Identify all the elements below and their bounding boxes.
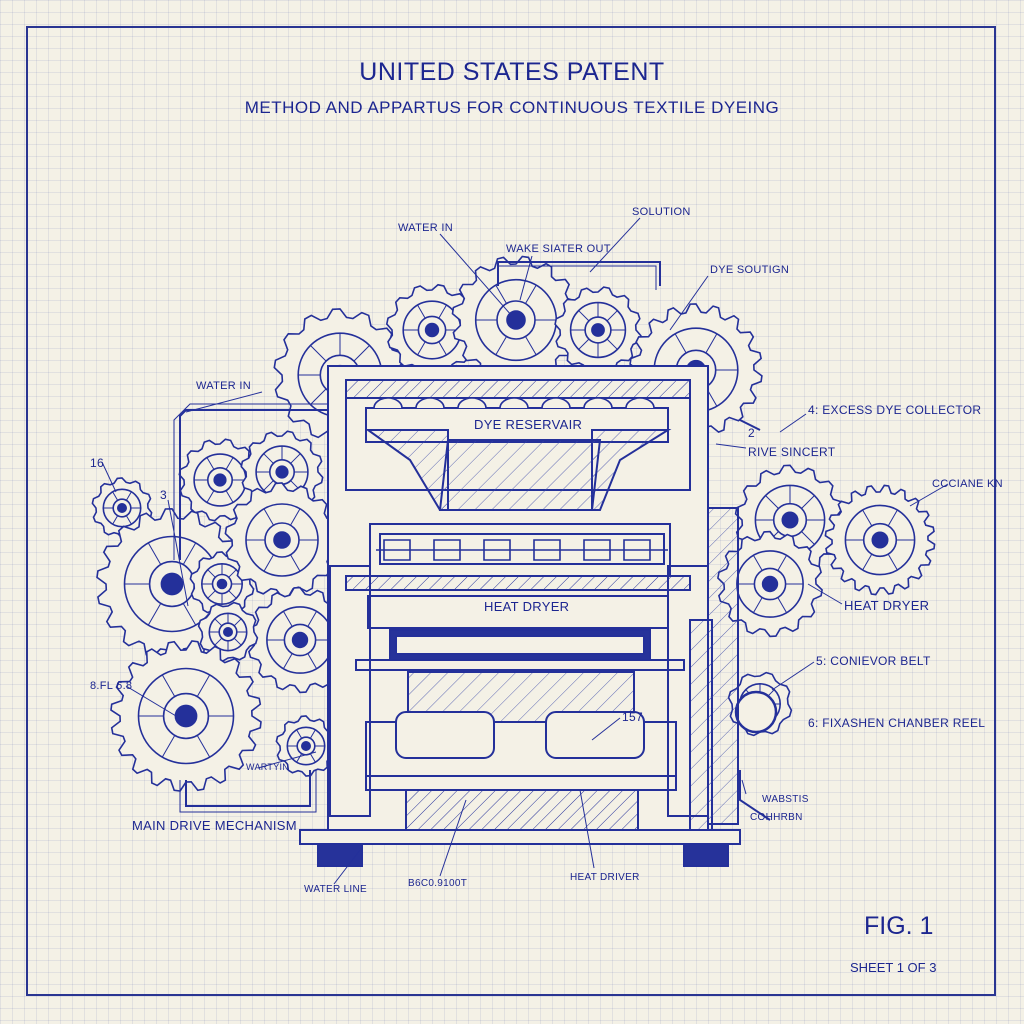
label-collection-right: COHHRBN xyxy=(750,812,803,823)
dye-rollers xyxy=(376,540,668,560)
label-heat-dryer-center: HEAT DRYER xyxy=(484,599,570,614)
label-solution: SOLUTION xyxy=(632,206,691,218)
gear-train xyxy=(92,257,934,792)
gear-wheel xyxy=(825,485,934,594)
gear-wheel xyxy=(248,588,352,693)
label-heat-driver-bottom: HEAT DRIVER xyxy=(570,872,640,883)
gear-wheel xyxy=(453,257,580,384)
label-bottom-mid: B6C0.9100T xyxy=(408,878,468,889)
figure-label: FIG. 1 xyxy=(864,912,934,940)
label-main-drive-mechanism: MAIN DRIVE MECHANISM xyxy=(132,818,297,833)
label-rive-sincert: RIVE SINCERT xyxy=(748,445,836,459)
label-water-line: WATER LINE xyxy=(304,884,368,895)
label-number-157: 157 xyxy=(622,710,643,724)
label-cciane-kn: CCCIANE KN xyxy=(932,478,1003,490)
label-fixation-chamber: 6: FIXASHEN CHANBER REEL xyxy=(808,716,986,730)
label-waste-right: WABSTIS xyxy=(762,794,809,805)
pressure-gauge xyxy=(736,692,776,732)
label-sflg: 8.FL 6.8 xyxy=(90,680,133,692)
label-number-3: 3 xyxy=(160,488,167,502)
label-number-2: 2 xyxy=(748,426,755,440)
gear-wheel xyxy=(111,641,261,791)
label-excess-dye-collector: 4: EXCESS DYE COLLECTOR xyxy=(808,403,982,417)
label-water-in-left: WATER IN xyxy=(196,380,251,392)
label-heat-dryer-right: HEAT DRYER xyxy=(844,598,930,613)
label-dye-solution: DYE SOUTIGN xyxy=(710,264,790,276)
pipework xyxy=(174,262,770,820)
gear-wheel xyxy=(225,483,338,597)
gear-wheel xyxy=(555,287,641,373)
patent-title: UNITED STATES PATENT xyxy=(359,58,665,86)
label-water-in-top: WATER IN xyxy=(398,222,453,234)
label-conveyor-belt: 5: CONIEVOR BELT xyxy=(816,654,931,668)
gear-wheel xyxy=(276,716,335,776)
gear-wheel xyxy=(718,532,822,637)
sheet-label: SHEET 1 OF 3 xyxy=(850,960,937,975)
label-dye-reservoir: DYE RESERVAIR xyxy=(474,417,583,432)
label-wartyin: WARTYIN xyxy=(246,762,290,772)
patent-subtitle: METHOD AND APPARTUS FOR CONTINUOUS TEXTI… xyxy=(244,98,780,117)
machine-frame xyxy=(300,366,740,866)
gear-wheel xyxy=(92,478,151,538)
reservoir-bumps xyxy=(374,398,654,408)
drawing-border xyxy=(26,26,996,996)
label-number-16: 16 xyxy=(90,456,104,470)
leader-lines xyxy=(102,218,948,884)
label-waste-water-out: WAKE SIATER OUT xyxy=(506,243,611,255)
